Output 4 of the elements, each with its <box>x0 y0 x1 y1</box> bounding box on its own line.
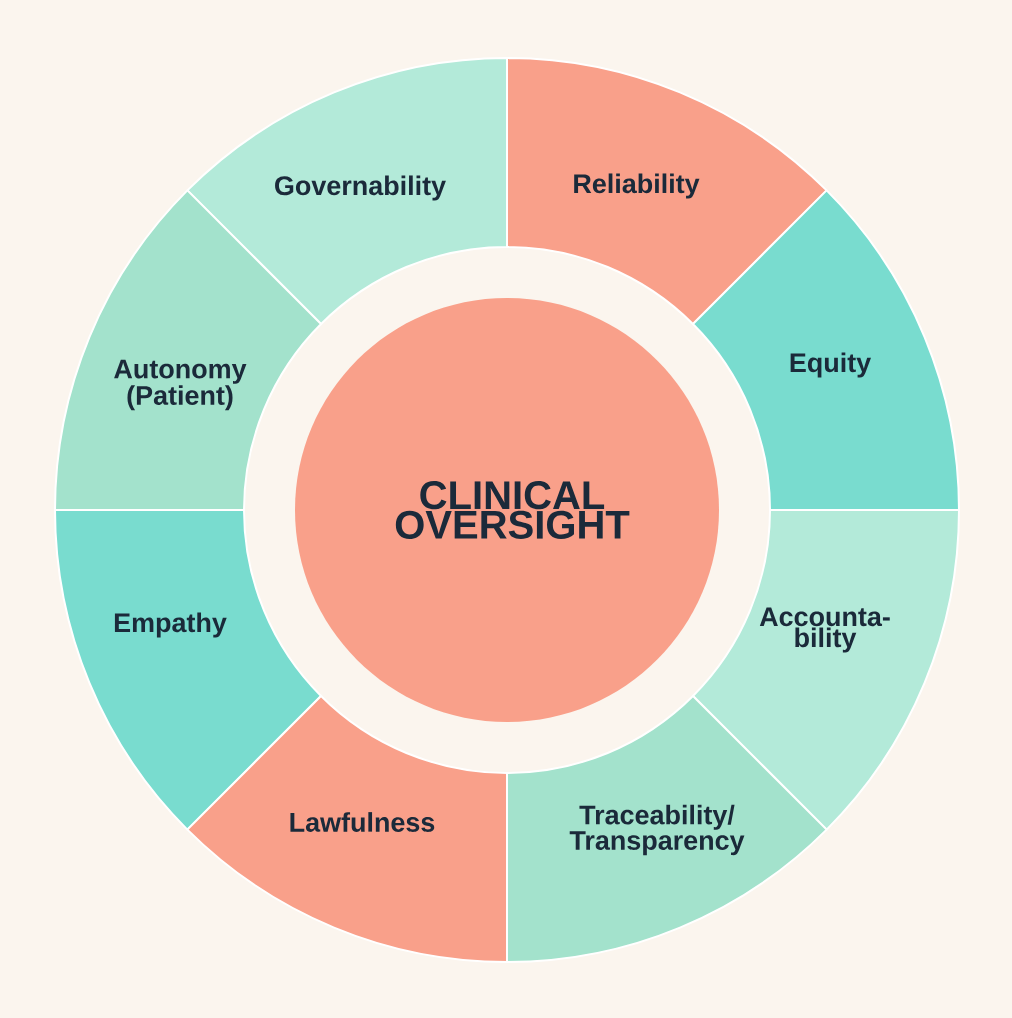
ring-segment: Governability <box>186 57 508 326</box>
ring-segment: Reliability <box>506 57 828 326</box>
ring-segment: Lawfulness <box>186 695 508 963</box>
ring-segment: Traceability/ Transparency <box>506 695 828 963</box>
